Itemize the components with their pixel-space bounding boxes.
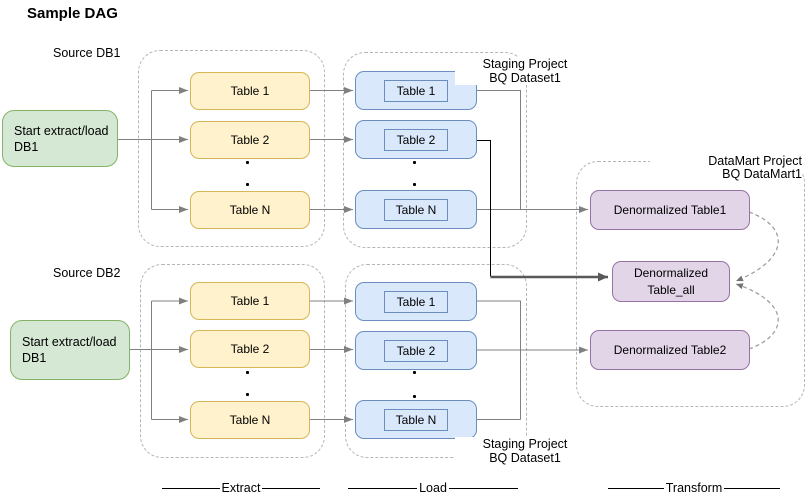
stage-line [162,487,220,489]
extract-group-db1 [138,50,325,247]
staging-label-bottom-line2: BQ Dataset1 [489,451,561,465]
stage-load-label: Load [419,481,447,495]
extract-table-2-db1: Table 2 [190,121,310,159]
ellipsis-dot [246,393,249,396]
load-table-1-db1-inner: Table 1 [384,79,448,102]
load-table-n-db1-inner: Table N [384,198,448,221]
ellipsis-dot [413,161,416,164]
ellipsis-dot [246,371,249,374]
load-table-n-db2: Table N [355,400,477,439]
load-table-n-db1: Table N [355,190,477,229]
extract-table-1-db2: Table 1 [190,282,310,320]
start-node-db2-line2: DB1 [22,351,47,365]
ellipsis-dot [413,183,416,186]
pipeline1-connectors [118,87,588,213]
denormalized-table-all-line1: Denormalized [633,265,709,280]
stage-line [448,487,518,489]
extract-table-1-db1: Table 1 [190,72,310,110]
start-node-db1-line1: Start extract/load [14,123,109,138]
load-table-n-db2-inner: Table N [384,408,448,431]
diagram-title: Sample DAG [27,5,118,22]
stage-line [348,487,418,489]
denormalized-table2-node: Denormalized Table2 [590,330,750,370]
load-table-2-db2: Table 2 [355,331,477,370]
load-group-db1 [343,52,527,248]
ellipsis-dot [413,371,416,374]
stage-load: Load [348,481,518,495]
denormalized-table-all-node: Denormalized Table_all [612,261,730,302]
start-node-db2: Start extract/load DB1 [10,320,130,380]
stage-transform: Transform [608,481,780,495]
stage-extract-label: Extract [221,481,261,495]
ellipsis-dot [246,161,249,164]
staging-label-bottom-line1: Staging Project [482,437,568,451]
load-table-1-db2: Table 1 [355,282,477,321]
load-table-2-db2-inner: Table 2 [384,339,448,362]
staging-label-top-line1: Staging Project [482,57,568,71]
load-table-2-db1-inner: Table 2 [384,128,448,151]
stage-line [608,487,664,489]
extract-table-n-db2: Table N [190,401,310,439]
denormalized-table1-node: Denormalized Table1 [590,190,750,230]
datamart-dependency-curves [735,211,779,350]
datamart-label-line2: BQ DataMart1 [722,167,802,181]
staging-label-top-line2: BQ Dataset1 [489,71,561,85]
staging-label-bottom: Staging Project BQ Dataset1 [455,437,595,465]
source-db1-label: Source DB1 [53,46,121,60]
ellipsis-dot [246,183,249,186]
extract-group-db2 [140,264,325,458]
staging-label-top: Staging Project BQ Dataset1 [455,57,595,85]
start-node-db1: Start extract/load DB1 [2,110,118,167]
datamart-label-line1: DataMart Project [708,154,802,168]
stage-transform-label: Transform [665,481,723,495]
load-table-2-db1: Table 2 [355,120,477,159]
stage-extract: Extract [162,481,320,495]
load-table-1-db2-inner: Table 1 [384,290,448,313]
extract-table-2-db2: Table 2 [190,330,310,368]
start-node-db2-line1: Start extract/load [22,335,117,349]
stage-line [724,487,780,489]
pipeline2-connectors [130,297,588,423]
datamart-label: DataMart Project BQ DataMart1 [650,155,802,181]
table-all-connector [477,140,608,282]
ellipsis-dot [413,395,416,398]
source-db2-label: Source DB2 [53,266,121,280]
extract-table-n-db1: Table N [190,191,310,229]
start-node-db1-line2: DB1 [14,139,39,154]
denormalized-table-all-line2: Table_all [647,282,695,297]
stage-line [262,487,320,489]
load-group-db2 [345,264,527,458]
